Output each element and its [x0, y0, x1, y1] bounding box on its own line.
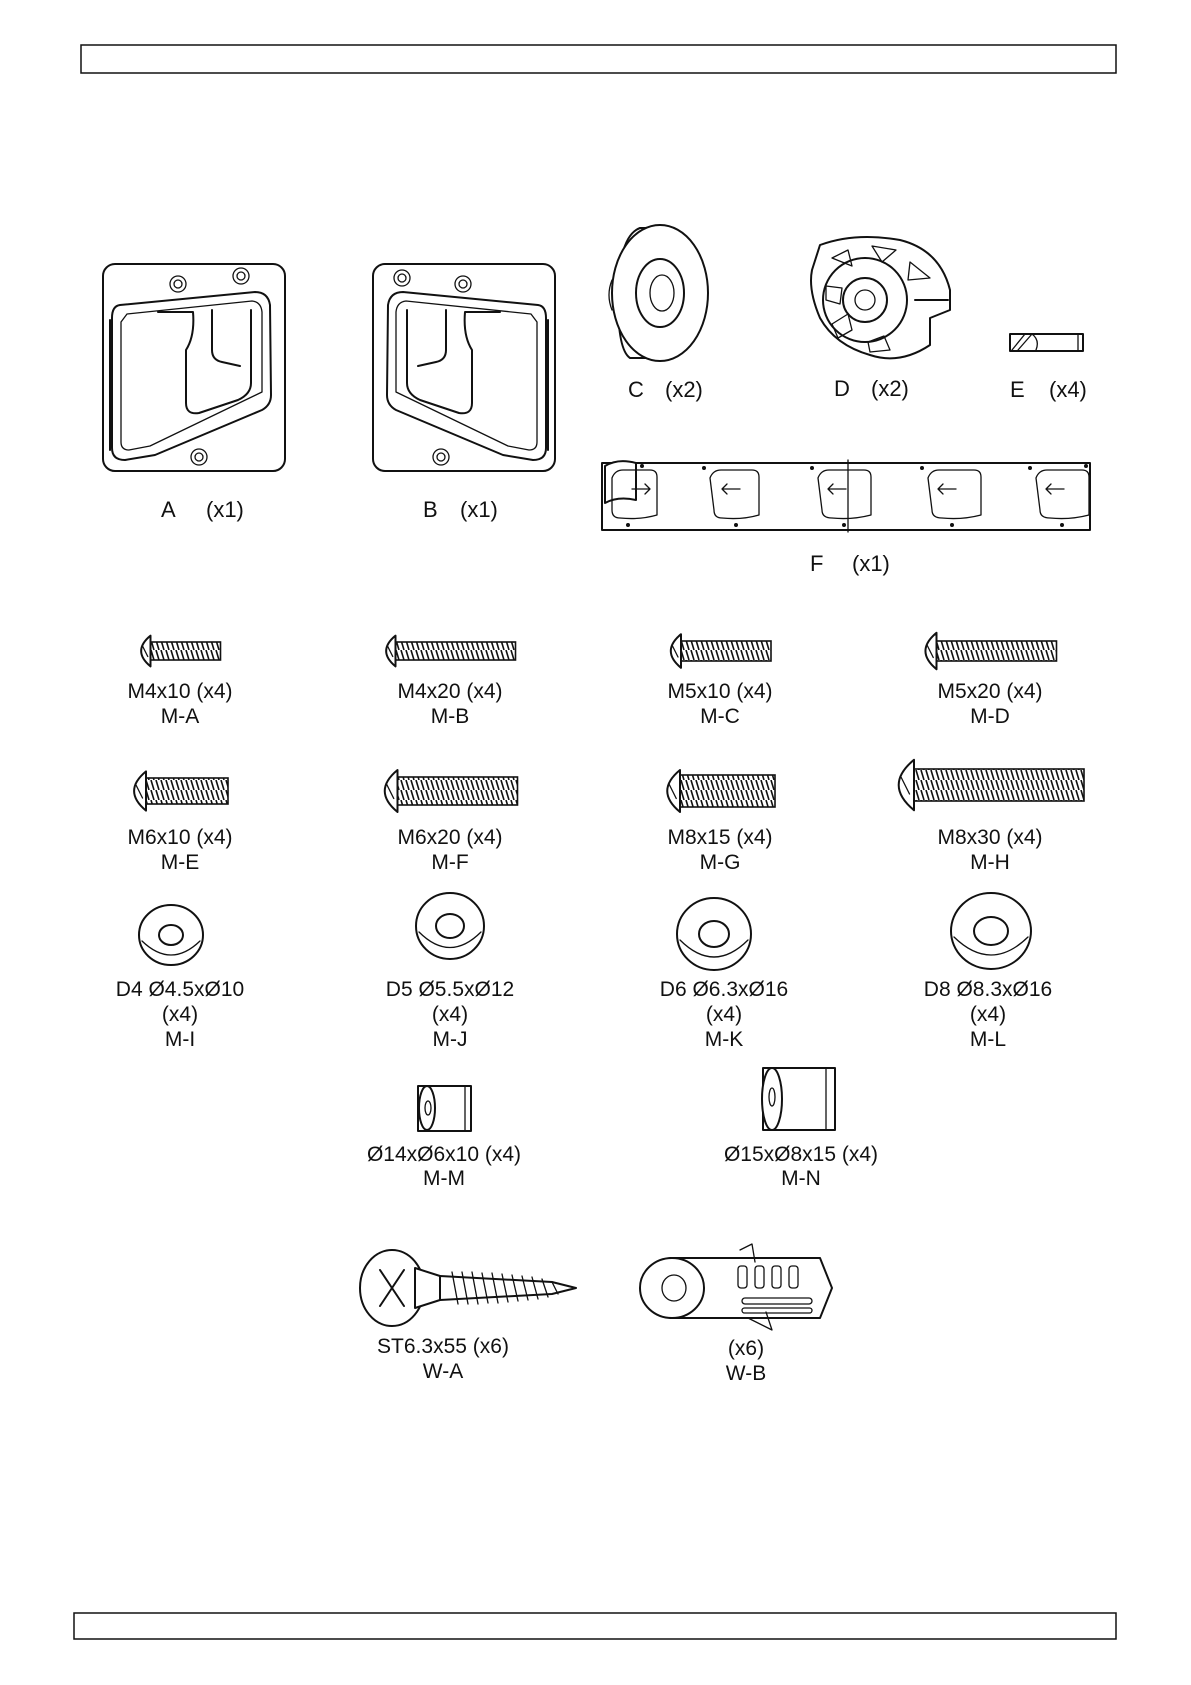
part-a-qty: (x1): [206, 497, 244, 522]
flat-washers: D4 Ø4.5xØ10(x4)M-ID5 Ø5.5xØ12(x4)M-JD6 Ø…: [116, 892, 1052, 1051]
screw-8-drawing: [897, 758, 1085, 812]
screw-7-drawing: [666, 769, 776, 813]
spacer-m-m-spec: Ø14xØ6x10 (x4): [367, 1143, 521, 1166]
wall-plug-code: W-B: [726, 1362, 766, 1385]
washer-3-drawing: [676, 897, 752, 971]
washer-2-drawing: [415, 892, 485, 960]
part-e-id: E: [1010, 377, 1025, 402]
part-d-id: D: [834, 376, 850, 401]
washer-2-spec: D5 Ø5.5xØ12: [386, 978, 514, 1001]
screw-2-code: M-B: [431, 705, 470, 728]
washer-1-drawing: [138, 904, 204, 966]
screw-7-spec: M8x15 (x4): [667, 826, 772, 849]
screw-6-spec: M6x20 (x4): [397, 826, 502, 849]
screw-1-code: M-A: [161, 705, 200, 728]
washer-4-spec: D8 Ø8.3xØ16: [924, 978, 1052, 1001]
spacer-m-n-spec: Ø15xØ8x15 (x4): [724, 1143, 878, 1166]
washer-1-qty: (x4): [162, 1003, 198, 1026]
header-bar: [80, 44, 1117, 74]
spacer-m-m-code: M-M: [423, 1167, 465, 1190]
spacer-m-m-drawing: [417, 1085, 472, 1132]
part-f-template-drawing: [601, 459, 1091, 533]
screw-7-code: M-G: [700, 851, 741, 874]
screw-3-drawing: [669, 633, 772, 669]
washer-4-drawing: [950, 892, 1032, 970]
screw-8-spec: M8x30 (x4): [937, 826, 1042, 849]
part-c-cap-drawing: [608, 224, 709, 362]
washer-3-qty: (x4): [706, 1003, 742, 1026]
machine-screws: M4x10 (x4)M-A M4x20 (x4)M-B M5x10 (x4)M-C M…: [127, 631, 1085, 874]
screw-1-spec: M4x10 (x4): [127, 680, 232, 703]
part-c-qty: (x2): [665, 377, 703, 402]
washer-1-code: M-I: [165, 1028, 195, 1051]
spacer-m-n-code: M-N: [781, 1167, 821, 1190]
part-b-qty: (x1): [460, 497, 498, 522]
wall-plug-drawing: [639, 1243, 833, 1331]
part-f-id: F: [810, 551, 823, 576]
wood-screw-spec: ST6.3x55 (x6): [377, 1335, 509, 1358]
part-d-qty: (x2): [871, 376, 909, 401]
screw-3-spec: M5x10 (x4): [667, 680, 772, 703]
screw-6-drawing: [383, 769, 519, 813]
wall-plug-qty: (x6): [728, 1337, 764, 1360]
screw-5-code: M-E: [161, 851, 200, 874]
part-a-id: A: [161, 497, 176, 522]
washer-4-qty: (x4): [970, 1003, 1006, 1026]
spacer-m-n-drawing: [761, 1067, 836, 1131]
part-e-qty: (x4): [1049, 377, 1087, 402]
screw-4-drawing: [924, 631, 1058, 671]
screw-8-code: M-H: [970, 851, 1010, 874]
part-e-tag-drawing: [1009, 333, 1084, 352]
part-b-plate-drawing: [372, 263, 556, 472]
screw-4-spec: M5x20 (x4): [937, 680, 1042, 703]
screw-6-code: M-F: [431, 851, 468, 874]
screw-1-drawing: [140, 634, 222, 668]
wood-screw-code: W-A: [423, 1360, 463, 1383]
part-c-id: C: [628, 377, 644, 402]
screw-2-spec: M4x20 (x4): [397, 680, 502, 703]
wood-screw-drawing: [359, 1249, 577, 1327]
washer-2-code: M-J: [433, 1028, 468, 1051]
screw-5-drawing: [133, 770, 229, 812]
part-f-qty: (x1): [852, 551, 890, 576]
part-d-adapter-drawing: [810, 235, 951, 360]
screw-2-drawing: [385, 634, 517, 668]
washer-4-code: M-L: [970, 1028, 1006, 1051]
washer-2-qty: (x4): [432, 1003, 468, 1026]
part-b-id: B: [423, 497, 438, 522]
washer-3-spec: D6 Ø6.3xØ16: [660, 978, 788, 1001]
part-a-plate-drawing: [102, 263, 286, 472]
screw-3-code: M-C: [700, 705, 740, 728]
washer-1-spec: D4 Ø4.5xØ10: [116, 978, 244, 1001]
screw-4-code: M-D: [970, 705, 1010, 728]
washer-3-code: M-K: [705, 1028, 744, 1051]
footer-bar: [73, 1612, 1117, 1640]
screw-5-spec: M6x10 (x4): [127, 826, 232, 849]
